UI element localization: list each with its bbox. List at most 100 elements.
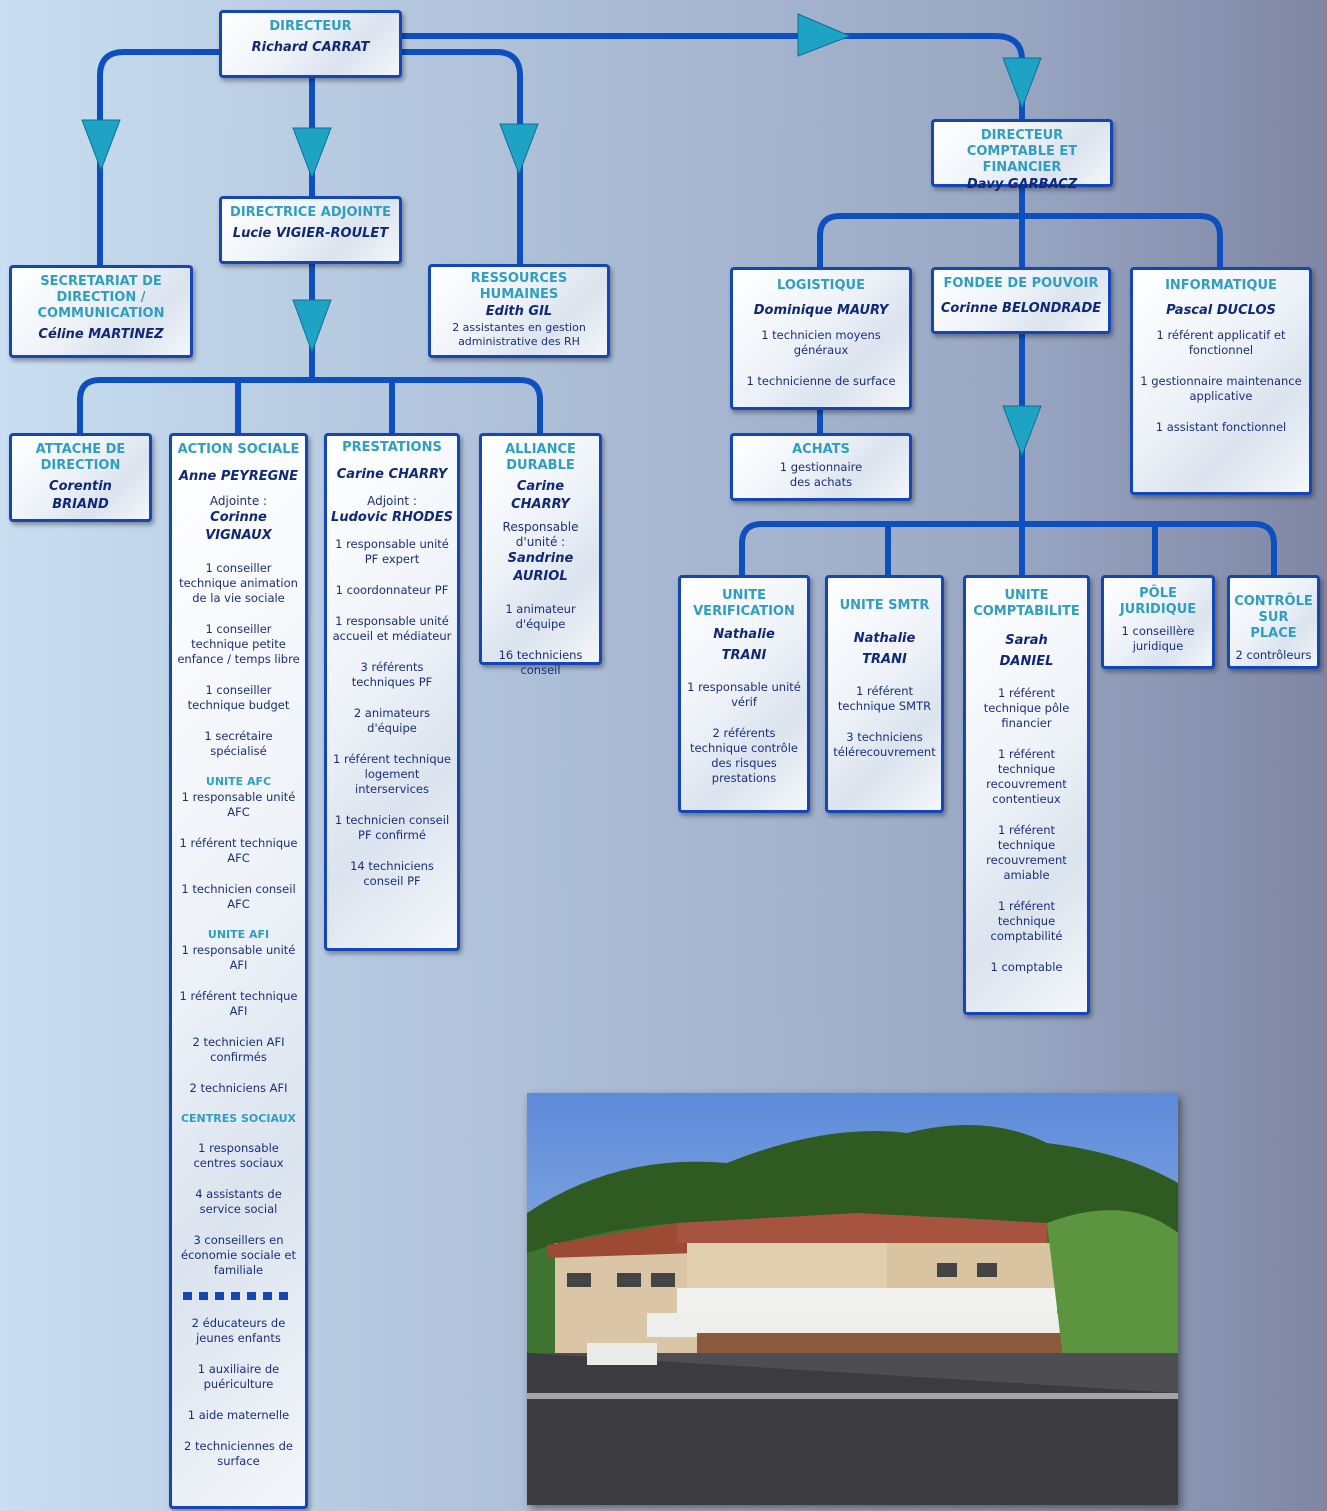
list-item: 1 responsable centres sociaux: [193, 1141, 284, 1170]
list-item: 1 conseiller technique petite enfance / …: [177, 622, 300, 666]
list-item: 1 conseiller technique animation de la v…: [179, 561, 298, 605]
line-adj-branch: [77, 377, 543, 435]
controle-title: CONTRÔLE SUR PLACE: [1234, 594, 1313, 641]
section-unite-afc: UNITE AFC: [205, 775, 272, 788]
action-sociale-box: ACTION SOCIALE Anne PEYREGNE Adjointe : …: [169, 433, 308, 1509]
list-item: 1 responsable unité accueil et médiateur: [332, 614, 452, 643]
logistique-title: LOGISTIQUE: [777, 278, 865, 293]
smtr-name: Nathalie TRANI: [853, 631, 916, 667]
list-item: 1 technicien moyens généraux: [761, 328, 881, 357]
informatique-title: INFORMATIQUE: [1165, 278, 1277, 293]
verification-name: Nathalie TRANI: [713, 627, 775, 663]
list-item: 1 coordonnateur PF: [335, 583, 449, 597]
directeur-box: DIRECTEUR Richard CARRAT: [219, 10, 402, 78]
directeur-comptable-box: DIRECTEUR COMPTABLE ET FINANCIER Davy GA…: [931, 119, 1113, 192]
unite-comptabilite-box: UNITE COMPTABILITE Sarah DANIEL 1 référe…: [963, 575, 1090, 1015]
alliance-adj-label: Responsable d'unité :: [502, 520, 579, 549]
rh-sub: 2 assistantes en gestion administrative …: [452, 321, 586, 348]
secretariat-title: SECRETARIAT DE DIRECTION / COMMUNICATION: [37, 274, 165, 321]
comptabilite-name: Sarah DANIEL: [999, 633, 1054, 669]
list-item: 1 technicien conseil PF confirmé: [334, 813, 450, 842]
fondee-name: Corinne BELONDRADE: [940, 301, 1102, 316]
achats-sub: 1 gestionnaire des achats: [779, 460, 863, 489]
list-item: 1 auxiliaire de puériculture: [197, 1362, 280, 1391]
dcf-title: DIRECTEUR COMPTABLE ET FINANCIER: [966, 128, 1078, 175]
attache-name: Corentin BRIAND: [49, 479, 112, 512]
rh-box: RESSOURCES HUMAINES Edith GIL 2 assistan…: [428, 264, 610, 358]
list-item: 1 référent technique comptabilité: [990, 899, 1063, 943]
arrow-icon: [292, 299, 332, 354]
list-item: 1 conseiller technique budget: [187, 683, 290, 712]
juridique-title: PÔLE JURIDIQUE: [1119, 586, 1197, 617]
unite-verification-box: UNITE VERIFICATION Nathalie TRANI 1 resp…: [678, 575, 810, 813]
arrow-icon: [499, 123, 539, 176]
controle-sur-place-box: CONTRÔLE SUR PLACE 2 contrôleurs: [1227, 575, 1320, 669]
alliance-adj-name: Sandrine AURIOL: [507, 551, 574, 584]
list-item: 1 responsable unité vérif: [687, 680, 801, 709]
list-item: 1 responsable unité AFI: [181, 943, 296, 972]
list-item: 1 aide maternelle: [187, 1408, 290, 1422]
list-item: 1 référent applicatif et fonctionnel: [1156, 328, 1286, 357]
list-item: 2 techniciens AFI: [189, 1081, 288, 1095]
unite-smtr-box: UNITE SMTR Nathalie TRANI 1 référent tec…: [825, 575, 944, 813]
list-item: 3 conseillers en économie sociale et fam…: [181, 1233, 296, 1277]
list-item: 1 technicienne de surface: [746, 374, 896, 388]
dotted-separator: [182, 1292, 295, 1300]
list-item: 3 techniciens télérecouvrement: [833, 730, 936, 759]
fondee-de-pouvoir-box: FONDEE DE POUVOIR Corinne BELONDRADE: [931, 267, 1111, 334]
arrow-icon: [1002, 57, 1042, 110]
list-item: 1 responsable unité AFC: [181, 790, 296, 819]
prestations-adj-name: Ludovic RHODES: [331, 510, 453, 525]
alliance-name: Carine CHARRY: [511, 479, 570, 512]
rh-title: RESSOURCES HUMAINES: [470, 271, 568, 302]
directeur-name: Richard CARRAT: [251, 40, 370, 55]
informatique-box: INFORMATIQUE Pascal DUCLOS 1 référent ap…: [1130, 267, 1312, 495]
section-centres-sociaux: CENTRES SOCIAUX: [180, 1112, 297, 1125]
achats-title: ACHATS: [792, 442, 850, 457]
action-sociale-adj-name: Corinne VIGNAUX: [205, 510, 272, 543]
directrice-adjointe-name: Lucie VIGIER-ROULET: [232, 226, 389, 241]
dcf-name: Davy GARBACZ: [966, 177, 1078, 192]
line-dcf-branch: [817, 186, 1223, 268]
list-item: 14 techniciens conseil PF: [350, 859, 434, 888]
building-photo: [527, 1093, 1178, 1505]
list-item: 2 référents technique contrôle des risqu…: [690, 726, 798, 785]
logistique-box: LOGISTIQUE Dominique MAURY 1 technicien …: [730, 267, 912, 410]
list-item: 3 référents techniques PF: [351, 660, 433, 689]
list-item: 1 assistant fonctionnel: [1155, 420, 1287, 434]
list-item: 2 technicien AFI confirmés: [192, 1035, 285, 1064]
list-item: 4 assistants de service social: [195, 1187, 282, 1216]
list-item: 1 technicien conseil AFC: [181, 882, 296, 911]
directeur-title: DIRECTEUR: [269, 19, 352, 34]
prestations-adj-label: Adjoint :: [367, 494, 417, 508]
arrow-icon: [81, 119, 121, 172]
prestations-title: PRESTATIONS: [342, 440, 442, 455]
action-sociale-adj-label: Adjointe :: [209, 494, 268, 508]
line-dir-dcf: [400, 33, 1025, 120]
pole-juridique-box: PÔLE JURIDIQUE 1 conseillère juridique: [1101, 575, 1215, 669]
section-unite-afi: UNITE AFI: [207, 928, 270, 941]
comptabilite-title: UNITE COMPTABILITE: [973, 588, 1080, 619]
controle-sub: 2 contrôleurs: [1235, 648, 1312, 662]
smtr-title: UNITE SMTR: [839, 598, 930, 613]
directrice-adjointe-title: DIRECTRICE ADJOINTE: [230, 205, 391, 220]
rh-name: Edith GIL: [485, 304, 553, 319]
line-dir-left: [97, 49, 220, 268]
arrow-icon: [797, 13, 852, 57]
alliance-durable-box: ALLIANCE DURABLE Carine CHARRY Responsab…: [479, 433, 602, 677]
informatique-name: Pascal DUCLOS: [1166, 303, 1276, 318]
fondee-title: FONDEE DE POUVOIR: [943, 276, 1099, 291]
list-item: 1 référent technique recouvrement amiabl…: [986, 823, 1067, 882]
line-dcf-lower-branch: [739, 521, 1277, 578]
list-item: 1 référent technique AFI: [179, 989, 298, 1018]
list-item: 1 animateur d'équipe: [505, 602, 576, 631]
list-item: 1 référent technique pôle financier: [983, 686, 1070, 730]
arrow-icon: [1002, 405, 1042, 458]
arrow-icon: [292, 127, 332, 180]
secretariat-name: Céline MARTINEZ: [38, 327, 164, 342]
verification-title: UNITE VERIFICATION: [693, 588, 795, 619]
secretariat-box: SECRETARIAT DE DIRECTION / COMMUNICATION…: [9, 265, 193, 358]
action-sociale-name: Anne PEYREGNE: [178, 469, 299, 484]
list-item: 16 techniciens conseil: [498, 648, 583, 677]
